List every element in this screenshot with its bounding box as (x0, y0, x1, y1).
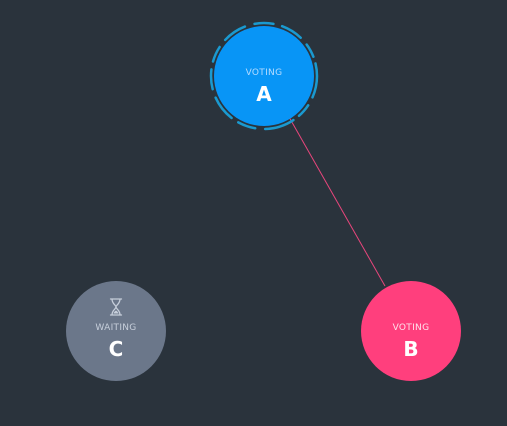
link-a-b (288, 116, 386, 287)
node-a-name: A (256, 82, 272, 106)
node-c-name: C (108, 337, 124, 361)
node-c-state: WAITING (95, 323, 137, 333)
node-b-name: B (403, 337, 419, 361)
node-b-state: VOTING (392, 323, 430, 333)
node-a-state: VOTING (245, 68, 283, 78)
hourglass-icon (109, 298, 123, 316)
node-a[interactable]: VOTING A (214, 26, 314, 126)
election-timeout-ring (209, 21, 319, 131)
node-c[interactable]: WAITING C (66, 281, 166, 381)
node-b[interactable]: VOTING B (361, 281, 461, 381)
